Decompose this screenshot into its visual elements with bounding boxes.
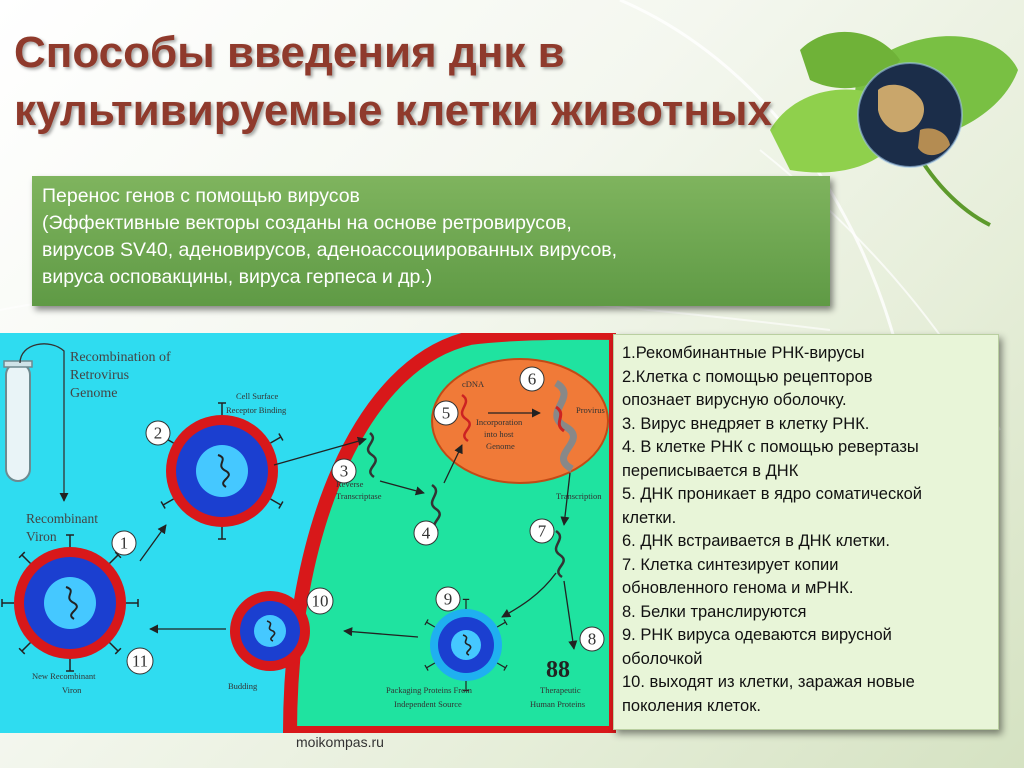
label-transcription: Transcription bbox=[556, 491, 602, 501]
process-steps-box: 1.Рекомбинантные РНК-вирусы 2.Клетка с п… bbox=[613, 334, 999, 730]
step-line: 8. Белки транслируются bbox=[622, 602, 807, 621]
protein-glyph: 88 bbox=[546, 657, 570, 683]
svg-text:7: 7 bbox=[538, 522, 547, 541]
virus-packaging bbox=[424, 598, 508, 692]
label-incorporation-2: into host bbox=[484, 429, 514, 439]
step-line: опознает вирусную оболочку. bbox=[622, 391, 847, 409]
step-number-1: 1 bbox=[111, 530, 137, 556]
label-recombination-2: Retrovirus bbox=[70, 368, 129, 383]
label-new-recombinant-1: New Recombinant bbox=[32, 671, 96, 681]
step-line: 5. ДНК проникает в ядро соматической bbox=[622, 485, 922, 503]
step-number-5: 5 bbox=[433, 400, 459, 426]
step-line: 3. Вирус внедряет в клетку РНК. bbox=[622, 414, 870, 433]
label-incorporation-3: Genome bbox=[486, 441, 515, 451]
svg-text:4: 4 bbox=[422, 524, 431, 543]
label-recombination-3: Genome bbox=[70, 386, 117, 401]
label-therapeutic-2: Human Proteins bbox=[530, 699, 585, 709]
step-number-7: 7 bbox=[529, 518, 555, 544]
step-line: 7. Клетка синтезирует копии bbox=[622, 555, 839, 574]
step-number-10: 10 bbox=[306, 587, 334, 615]
svg-text:8: 8 bbox=[588, 630, 597, 649]
label-packaging-2: Independent Source bbox=[394, 699, 462, 709]
step-line: обновленного генома и мРНК. bbox=[622, 579, 854, 597]
title-line-2: культивируемые клетки животных bbox=[14, 86, 772, 135]
info-line-3: вирусов SV40, аденовирусов, аденоассоции… bbox=[42, 239, 618, 261]
step-line: клетки. bbox=[622, 508, 677, 527]
label-packaging-1: Packaging Proteins From bbox=[386, 685, 472, 695]
step-line: 2.Клетка с помощью рецепторов bbox=[622, 367, 873, 386]
globe-icon bbox=[857, 62, 963, 168]
rna-strand-icon bbox=[366, 432, 377, 479]
virus-transfer-info-box: Перенос генов с помощью вирусов (Эффекти… bbox=[32, 176, 830, 306]
label-incorporation-1: Incorporation bbox=[476, 417, 523, 427]
step-line: поколения клеток. bbox=[622, 696, 761, 715]
svg-text:9: 9 bbox=[444, 590, 453, 609]
label-reverse-2: Transcriptase bbox=[336, 491, 382, 501]
step-line: оболочкой bbox=[622, 649, 703, 668]
info-line-2: (Эффективные векторы созданы на основе р… bbox=[42, 212, 572, 234]
label-cell-surface-2: Receptor Binding bbox=[226, 405, 287, 415]
step-number-4: 4 bbox=[413, 520, 439, 546]
svg-text:5: 5 bbox=[442, 404, 451, 423]
label-reverse-1: Reverse bbox=[336, 479, 364, 489]
step-number-11: 11 bbox=[126, 647, 154, 675]
virus-recombinant bbox=[1, 534, 139, 672]
title-line-1: Способы введения днк в bbox=[14, 28, 565, 77]
page-title: Способы введения днк в культивируемые кл… bbox=[14, 24, 914, 140]
footer-source: moikompas.ru bbox=[296, 734, 384, 750]
svg-text:3: 3 bbox=[340, 462, 349, 481]
step-line: 1.Рекомбинантные РНК-вирусы bbox=[622, 344, 865, 362]
virus-receptor-binding bbox=[160, 402, 284, 540]
leaf-globe-decoration bbox=[770, 31, 1018, 227]
test-tube-icon bbox=[3, 360, 33, 482]
label-recombinant-viron-2: Viron bbox=[26, 529, 57, 544]
info-line-1: Перенос генов с помощью вирусов bbox=[42, 185, 360, 207]
step-line: 4. В клетке РНК с помощью ревертазы bbox=[622, 438, 919, 456]
step-number-8: 8 bbox=[579, 626, 605, 652]
label-new-recombinant-2: Viron bbox=[62, 685, 82, 695]
step-numbers: 1 2 3 4 5 6 7 8 9 10 11 bbox=[111, 366, 605, 675]
step-line: 6. ДНК встраивается в ДНК клетки. bbox=[622, 532, 890, 550]
process-arrows bbox=[139, 408, 578, 650]
provirus-icon bbox=[553, 379, 577, 473]
svg-text:2: 2 bbox=[154, 424, 163, 443]
step-number-3: 3 bbox=[331, 458, 357, 484]
label-cdna: cDNA bbox=[462, 379, 485, 389]
label-provirus: Provirus bbox=[576, 405, 605, 415]
svg-text:1: 1 bbox=[120, 534, 129, 553]
svg-text:6: 6 bbox=[528, 370, 537, 389]
mrna-strand-icon bbox=[554, 529, 565, 579]
label-recombinant-viron-1: Recombinant bbox=[26, 511, 98, 526]
step-number-6: 6 bbox=[519, 366, 545, 392]
step-line: 10. выходят из клетки, заражая новые bbox=[622, 673, 915, 691]
step-number-2: 2 bbox=[145, 420, 171, 446]
label-therapeutic-1: Therapeutic bbox=[540, 685, 581, 695]
info-line-4: вируса осповакцины, вируса герпеса и др.… bbox=[42, 266, 433, 288]
svg-text:11: 11 bbox=[132, 652, 148, 671]
step-line: переписывается в ДНК bbox=[622, 461, 799, 480]
label-cell-surface-1: Cell Surface bbox=[236, 391, 278, 401]
virus-budding bbox=[230, 591, 310, 671]
dna-incorporated-icon bbox=[460, 393, 471, 443]
retrovirus-diagram: Recombination of Retrovirus Genome Recom… bbox=[0, 333, 616, 733]
label-budding: Budding bbox=[228, 681, 258, 691]
step-number-9: 9 bbox=[435, 586, 461, 612]
step-line: 9. РНК вируса одеваются вирусной bbox=[622, 626, 892, 644]
svg-text:10: 10 bbox=[312, 592, 329, 611]
label-recombination-1: Recombination of bbox=[70, 350, 171, 365]
